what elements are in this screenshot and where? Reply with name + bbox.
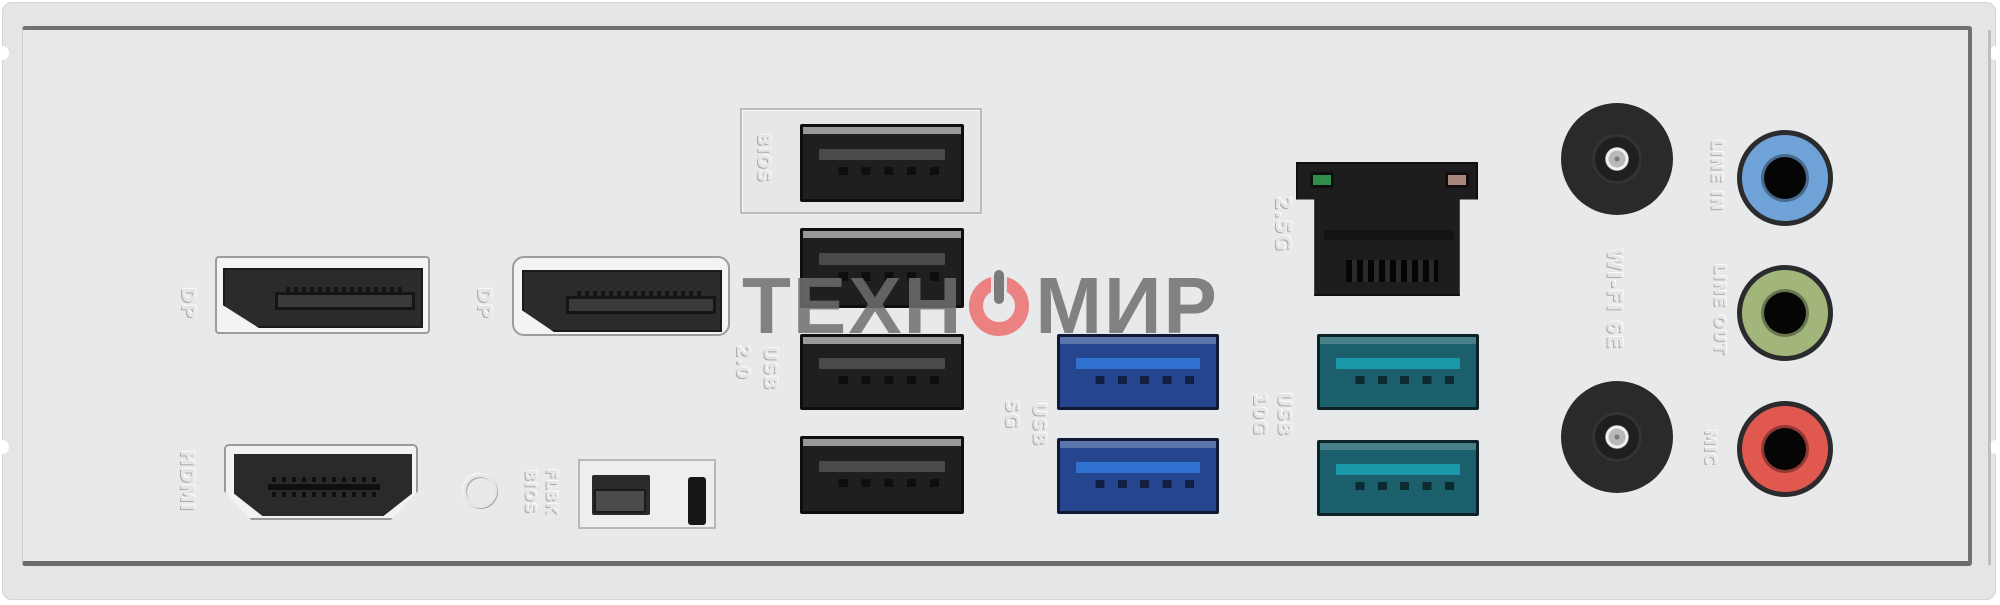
label-usb20-ver: 2.0 — [731, 345, 753, 380]
wifi-antenna-connector-1[interactable] — [1561, 103, 1673, 215]
label-usb10g-speed: 10G — [1248, 393, 1270, 436]
flashback-icon — [463, 474, 497, 508]
power-icon — [969, 270, 1030, 336]
audio-line-in-jack[interactable] — [1737, 130, 1833, 226]
label-hdmi: HDMI — [175, 450, 198, 512]
label-dp-2: DP — [472, 287, 495, 319]
ethernet-contacts — [1346, 260, 1438, 282]
mounting-notch — [1989, 440, 2000, 454]
usb-10g-port-1[interactable] — [1317, 334, 1479, 410]
mounting-notch — [0, 440, 9, 454]
label-lan: 2.5G — [1270, 196, 1295, 252]
usb-5g-port-2[interactable] — [1057, 438, 1219, 514]
bios-flashback-button-frame — [578, 459, 716, 529]
watermark-text-right: МИР — [1035, 261, 1219, 350]
ethernet-led-link — [1310, 172, 1334, 188]
label-line-out: LINE OUT — [1710, 263, 1730, 356]
label-bios: BIOS — [752, 133, 773, 183]
watermark-text-left: ТЕХН — [742, 261, 964, 350]
mounting-notch — [1989, 46, 2000, 60]
label-usb5g-speed: 5G — [1001, 399, 1023, 430]
bios-flashback-button[interactable] — [594, 489, 646, 513]
hdmi-port[interactable] — [224, 444, 418, 520]
label-line-in: LINE IN — [1707, 139, 1727, 212]
mounting-notch — [0, 46, 9, 60]
bios-flashback-led — [688, 477, 706, 525]
label-mic: MIC — [1700, 429, 1720, 466]
displayport-2-slot — [566, 291, 716, 314]
displayport-1[interactable] — [215, 256, 430, 334]
displayport-1-slot — [275, 287, 415, 310]
audio-mic-jack[interactable] — [1737, 401, 1833, 497]
ethernet-led-activity — [1445, 172, 1469, 188]
usb-2-0-port-2[interactable] — [800, 334, 964, 410]
hdmi-slot — [268, 477, 380, 497]
label-usb20-usb: USB — [759, 346, 781, 391]
usb-2-0-port-3[interactable] — [800, 436, 964, 514]
usb-5g-port-1[interactable] — [1057, 334, 1219, 410]
label-bios-flbk-2: FLBK — [542, 468, 561, 516]
displayport-2[interactable] — [512, 256, 730, 336]
label-dp-1: DP — [176, 287, 199, 319]
ethernet-cavity — [1324, 230, 1454, 240]
usb-bios-port[interactable] — [800, 124, 964, 202]
wifi-antenna-connector-2[interactable] — [1561, 381, 1673, 493]
audio-line-out-jack[interactable] — [1737, 265, 1833, 361]
panel-rim — [1988, 30, 1991, 565]
label-bios-flbk-1: BIOS — [521, 469, 540, 515]
usb-2-0-port-1[interactable] — [800, 228, 964, 308]
watermark: ТЕХН МИР — [742, 266, 1219, 346]
label-usb5g-usb: USB — [1028, 402, 1050, 447]
usb-10g-port-2[interactable] — [1317, 440, 1479, 516]
label-wifi: WI-FI 6E — [1602, 248, 1627, 350]
label-usb10g-usb: USB — [1273, 392, 1295, 437]
